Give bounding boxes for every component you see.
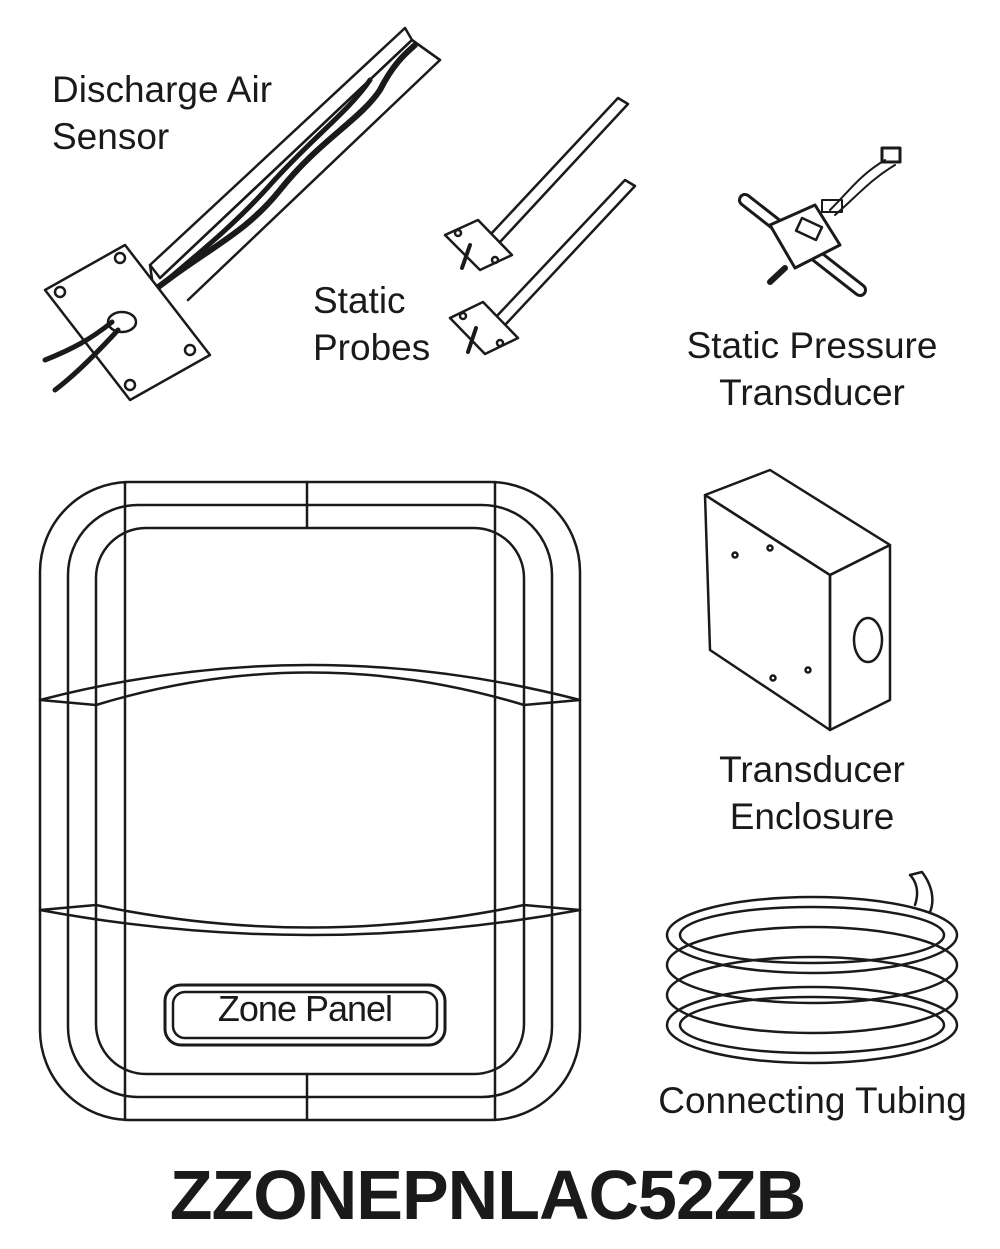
- label-line: Transducer: [719, 749, 905, 790]
- connecting-tubing-label: Connecting Tubing: [658, 1080, 967, 1121]
- model-number: ZZONEPNLAC52ZB: [169, 1156, 806, 1234]
- label-line: Probes: [313, 327, 431, 368]
- label-line: Static Pressure: [686, 325, 938, 366]
- static-pressure-transducer-drawing: [738, 146, 902, 297]
- transducer-enclosure-drawing: [703, 468, 892, 732]
- static-probes-label: Static Probes: [313, 277, 430, 371]
- connecting-tubing-drawing: [665, 870, 959, 1065]
- label-line: Discharge Air: [52, 69, 273, 110]
- label-line: Sensor: [52, 116, 170, 157]
- label-line: Static: [313, 280, 406, 321]
- static-pressure-transducer-label: Static Pressure Transducer: [662, 322, 962, 416]
- label-line: Transducer: [719, 372, 905, 413]
- discharge-air-sensor-drawing: [42, 26, 442, 402]
- static-probes-drawing: [443, 96, 637, 356]
- zone-panel-drawing: [38, 480, 582, 1122]
- label-line: Enclosure: [729, 796, 895, 837]
- transducer-enclosure-label: Transducer Enclosure: [662, 746, 962, 840]
- discharge-air-sensor-label: Discharge Air Sensor: [52, 66, 272, 160]
- zone-panel-label: Zone Panel: [217, 988, 393, 1029]
